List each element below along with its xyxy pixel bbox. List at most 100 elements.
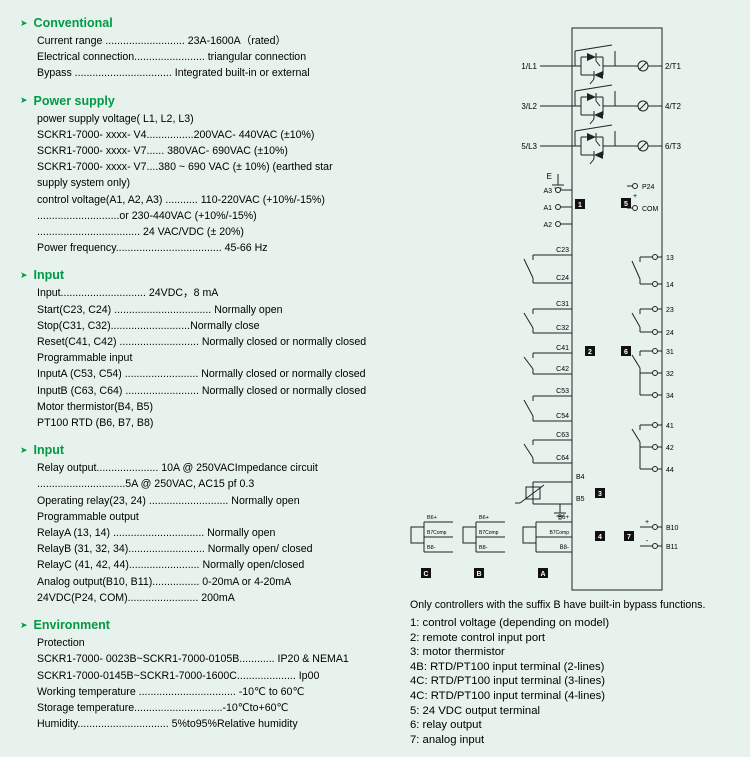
remote-input-terminals: C23 C24 C31 C32 C41 C42 C53 C54 C63 C64 …	[523, 247, 595, 464]
marker-2: 2	[588, 349, 592, 356]
section-title: Power supply	[33, 93, 115, 108]
terminal-label: 34	[666, 393, 674, 400]
spec-line: Stop(C31, C32)..........................…	[37, 319, 260, 332]
terminal-label: 44	[666, 467, 674, 474]
rtd-terminals: B6+ B7Comp B8- C B6+ B7Comp B8- B B6+ B7…	[410, 515, 605, 578]
spec-line: supply system only)	[37, 177, 131, 190]
spec-line: Protection	[37, 637, 85, 650]
thermistor-terminals: B4 B5 3	[515, 474, 605, 520]
arrow-bullet-icon: ➤	[20, 444, 28, 455]
note-item: 3: motor thermistor	[410, 646, 505, 659]
terminal-label: 14	[666, 282, 674, 289]
section-header: ➤ Input	[20, 443, 414, 457]
spec-line: RelayA (13, 14) ........................…	[37, 527, 276, 540]
spec-line: Analog output(B10, B11)................ …	[37, 575, 292, 588]
section-title: Input	[33, 268, 65, 283]
phase-in-label: 5/L3	[521, 142, 537, 151]
earth-label: E	[547, 172, 552, 181]
section-header: ➤ Power supply	[20, 94, 414, 108]
spec-line: InputB (C63, C64) ......................…	[37, 384, 367, 397]
section-title: Environment	[33, 618, 110, 633]
spec-line: Reset(C41, C42) ........................…	[37, 336, 367, 349]
note-item: 4B: RTD/PT100 input terminal (2-lines)	[410, 660, 605, 673]
wiring-diagram: 1/L1 3/L2 5/L3 2/T1 4/T2 6/T3 E A3 A1 A2…	[410, 27, 682, 591]
minus-sign: -	[646, 538, 649, 545]
arrow-bullet-icon: ➤	[20, 269, 28, 280]
terminal-label: B6+	[558, 515, 569, 521]
terminal-label: 13	[666, 255, 674, 262]
spec-line: Current range ..........................…	[37, 35, 287, 47]
spec-line: Electrical connection...................…	[37, 51, 307, 64]
marker-variant-b: B	[476, 571, 481, 578]
spec-line: 24VDC(P24, COM)........................ …	[37, 591, 235, 604]
spec-line: SCKR1-7000- xxxx- V4................200V…	[37, 128, 315, 141]
terminal-label: C31	[556, 301, 569, 308]
terminal-label: 32	[666, 371, 674, 378]
spec-line: Start(C23, C24) ........................…	[37, 303, 283, 316]
terminal-label: 31	[666, 349, 674, 356]
spec-line: power supply voltage( L1, L2, L3)	[37, 112, 194, 125]
plus-sign: +	[633, 193, 637, 200]
phase-out-label: 6/T3	[665, 142, 682, 151]
note-item: 2: remote control input port	[410, 631, 546, 644]
note-item: 6: relay output	[410, 719, 482, 732]
spec-line: InputA (C53, C54) ......................…	[37, 368, 366, 381]
terminal-label: B5	[576, 496, 585, 503]
spec-line: Operating relay(23, 24) ................…	[37, 494, 300, 507]
terminal-label: C23	[556, 247, 569, 254]
spec-line: Programmable output	[37, 510, 139, 523]
note-item: 4C: RTD/PT100 input terminal (3-lines)	[410, 675, 606, 688]
supply-output-terminals: P24 + COM 5	[621, 183, 659, 213]
terminal-label: B8-	[560, 545, 569, 551]
spec-line: SCKR1-7000-0145B~SCKR1-7000-1600C.......…	[37, 669, 320, 682]
terminal-label: B6+	[479, 515, 489, 521]
terminal-label: 42	[666, 445, 674, 452]
arrow-bullet-icon: ➤	[20, 17, 28, 28]
spec-line: Humidity............................... …	[37, 718, 298, 731]
spec-line: Power frequency.........................…	[37, 242, 268, 255]
section-title: Conventional	[33, 16, 113, 30]
terminal-label: B7Comp	[427, 530, 447, 536]
spec-section: ➤ Power supply power supply voltage( L1, L…	[20, 94, 414, 257]
spec-line: Motor thermistor(B4, B5)	[37, 400, 153, 413]
spec-line: SCKR1-7000- xxxx- V7....380 ~ 690 VAC (±…	[37, 161, 333, 174]
spec-line: Bypass .................................…	[37, 67, 310, 80]
analog-output-terminals: + - B10 B11 7	[624, 519, 679, 551]
terminal-label: 23	[666, 307, 674, 314]
terminal-label: B7Comp	[550, 530, 570, 536]
terminal-label: C32	[556, 325, 569, 332]
section-header: ➤ Input	[20, 268, 414, 282]
spec-line: PT100 RTD (B6, B7, B8)	[37, 417, 154, 430]
note-item: 7: analog input	[410, 733, 485, 746]
spec-line: ................................... 24 V…	[37, 226, 244, 239]
terminal-label: A2	[543, 222, 552, 229]
terminal-label: COM	[642, 206, 659, 213]
spec-line: Storage temperature.....................…	[37, 701, 289, 714]
arrow-bullet-icon: ➤	[20, 95, 28, 106]
terminal-label: C42	[556, 366, 569, 373]
marker-6: 6	[624, 349, 628, 356]
phase-in-label: 3/L2	[521, 102, 537, 111]
section-title: Input	[33, 443, 65, 458]
spec-line: RelayB (31, 32, 34).....................…	[37, 543, 313, 556]
terminal-label: A3	[543, 188, 552, 195]
phase-out-label: 4/T2	[665, 102, 682, 111]
terminal-label: B8-	[427, 545, 436, 551]
marker-7: 7	[627, 534, 631, 541]
terminal-label: B10	[666, 525, 679, 532]
note-item: 4C: RTD/PT100 input terminal (4-lines)	[410, 689, 606, 702]
spec-line: control voltage(A1, A2, A3) ........... …	[37, 193, 325, 206]
terminal-label: C63	[556, 432, 569, 439]
terminal-label: C41	[556, 345, 569, 352]
terminal-label: A1	[543, 205, 552, 212]
spec-line: Programmable input	[37, 352, 133, 365]
spec-line: SCKR1-7000- xxxx- V7...... 380VAC- 690VA…	[37, 145, 288, 158]
notes-list: 1: control voltage (depending on model) 2…	[410, 616, 748, 747]
terminal-label: C64	[556, 455, 569, 462]
marker-5: 5	[624, 201, 628, 208]
note-item: 1: control voltage (depending on model)	[410, 617, 610, 629]
terminal-label: B11	[666, 544, 678, 551]
spec-line: ............................or 230-440VA…	[37, 209, 257, 222]
